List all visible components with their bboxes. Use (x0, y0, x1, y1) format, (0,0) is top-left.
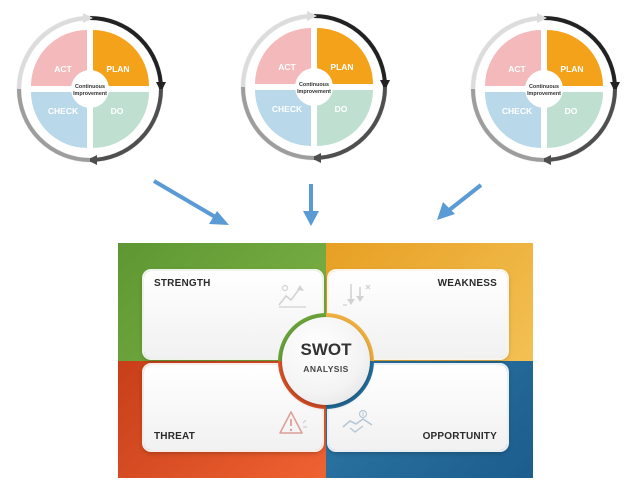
plan-segment (93, 30, 149, 86)
check-segment (485, 92, 541, 148)
swot-subtitle: ANALYSIS (303, 364, 349, 374)
weakness-icon (343, 284, 371, 306)
check-segment (255, 90, 311, 146)
act-segment (485, 30, 541, 86)
swot-center-disc: SWOT ANALYSIS (282, 317, 370, 405)
arrow-center (303, 184, 319, 226)
check-label: CHECK (502, 106, 533, 116)
strength-icon (278, 284, 306, 308)
center-label-line1: Continuous (299, 82, 329, 88)
do-segment (93, 92, 149, 148)
weakness-label: WEAKNESS (437, 278, 497, 289)
plan-label: PLAN (560, 64, 583, 74)
act-segment (31, 30, 87, 86)
opportunity-icon (342, 409, 373, 433)
pdca-cycle-1: ACT PLAN CHECK DO Continuous Improvement (13, 12, 167, 166)
weakness-card: WEAKNESS (329, 271, 507, 358)
pdca-cycle-2: ACT PLAN CHECK DO Continuous Improvement (237, 10, 391, 164)
check-label: CHECK (48, 106, 79, 116)
plan-segment (317, 28, 373, 84)
threat-label: THREAT (154, 431, 196, 442)
opportunity-label: OPPORTUNITY (422, 431, 497, 442)
act-label: ACT (278, 62, 296, 72)
check-label: CHECK (272, 104, 303, 114)
act-label: ACT (508, 64, 526, 74)
arrow-right (437, 183, 483, 220)
arrow-left (152, 179, 229, 225)
plan-label: PLAN (330, 62, 353, 72)
center-label-line1: Continuous (529, 84, 559, 90)
pdca-cycle-3: ACT PLAN CHECK DO Continuous Improvement (467, 12, 621, 166)
swot-analysis: STRENGTH WEAKNESS THREAT OPPORTUNITY (118, 243, 533, 478)
do-label: DO (565, 106, 578, 116)
swot-title: SWOT (300, 340, 352, 359)
check-segment (31, 92, 87, 148)
threat-icon (279, 411, 307, 434)
do-label: DO (111, 106, 124, 116)
center-label-line2: Improvement (297, 89, 331, 95)
center-label-line2: Improvement (527, 91, 561, 97)
plan-segment (547, 30, 603, 86)
act-label: ACT (54, 64, 72, 74)
do-segment (547, 92, 603, 148)
center-label-line1: Continuous (75, 84, 105, 90)
plan-label: PLAN (106, 64, 129, 74)
center-label-line2: Improvement (73, 91, 107, 97)
strength-label: STRENGTH (154, 278, 211, 289)
act-segment (255, 28, 311, 84)
do-segment (317, 90, 373, 146)
do-label: DO (335, 104, 348, 114)
